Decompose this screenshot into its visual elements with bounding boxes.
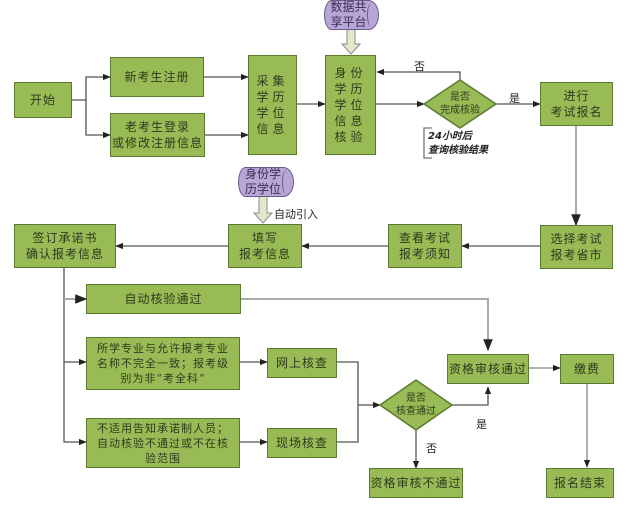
end-node: 报名结束 [546, 468, 614, 498]
fill-info-node: 填写 报考信息 [228, 224, 302, 268]
major-mismatch-node: 所学专业与允许报考专业 名称不完全一致；报考级 别为非“考全科” [86, 337, 240, 390]
edge-online-merge [337, 361, 359, 443]
sign-commitment-label: 签订承诺书 确认报考信息 [25, 231, 104, 261]
fill-info-label: 填写 报考信息 [238, 231, 291, 261]
note-24h: 24小时后 查询核验结果 [428, 131, 488, 156]
end-label: 报名结束 [553, 476, 606, 490]
edge-auto-qualified [241, 298, 493, 352]
payment-label: 缴费 [573, 362, 600, 376]
qualified-node: 资格审核通过 [447, 354, 529, 384]
exam-registration-node: 进行 考试报名 [540, 82, 613, 126]
collect-info-label: 采集 学历 学位 信息 [256, 74, 289, 136]
edge-label-check-yes: 是 [476, 418, 487, 431]
decision-verify-label: 是否 完成核验 [440, 92, 480, 116]
identity-db-label: 身份学 历学位 [244, 167, 281, 196]
old-login-label: 老考生登录 或修改注册信息 [111, 120, 203, 150]
edge-start-split [72, 73, 111, 101]
select-province-label: 选择考试 报考省市 [550, 232, 603, 262]
qualified-label: 资格审核通过 [448, 362, 527, 376]
edge-label-check-no: 否 [426, 442, 437, 455]
edge-label-verify-yes: 是 [509, 92, 520, 105]
decision-verify-shape [422, 79, 498, 129]
auto-pass-label: 自动核验通过 [124, 292, 203, 306]
view-notice-label: 查看考试 报考须知 [398, 231, 451, 261]
not-applicable-label: 不适用告知承诺制人员； 自动核验不通过或不在核 验范围 [97, 421, 229, 465]
auto-pass-node: 自动核验通过 [86, 284, 241, 314]
exam-registration-label: 进行 考试报名 [550, 89, 603, 119]
verify-identity-node: 身份 学历 学位 信息 核验 [325, 55, 376, 155]
data-arrow-identity [252, 193, 274, 224]
payment-node: 缴费 [560, 354, 614, 384]
online-check-label: 网上核查 [275, 356, 328, 370]
select-province-node: 选择考试 报考省市 [540, 225, 613, 269]
edge-label-verify-no: 否 [414, 60, 425, 73]
collect-info-node: 采集 学历 学位 信息 [248, 55, 297, 155]
edge-check-yes [452, 386, 492, 406]
edge-start-old [85, 100, 111, 139]
start-label: 开始 [29, 93, 56, 107]
data-platform-label: 数据共 享平台 [330, 0, 367, 29]
sign-commitment-node: 签订承诺书 确认报考信息 [14, 224, 116, 268]
decision-check-shape [378, 379, 454, 431]
not-qualified-node: 资格审核不通过 [369, 468, 463, 498]
note-bracket [423, 127, 432, 159]
auto-import-label: 自动引入 [274, 208, 318, 221]
not-qualified-label: 资格审核不通过 [370, 476, 462, 490]
major-mismatch-label: 所学专业与允许报考专业 名称不完全一致；报考级 别为非“考全科” [97, 342, 229, 385]
new-register-node: 新考生注册 [110, 57, 204, 97]
edge-decision-no [376, 68, 461, 80]
edge-sign-trunk [63, 268, 87, 446]
old-login-node: 老考生登录 或修改注册信息 [110, 113, 205, 157]
onsite-check-node: 现场核查 [267, 428, 337, 458]
view-notice-node: 查看考试 报考须知 [388, 224, 462, 268]
start-node: 开始 [14, 82, 72, 118]
not-applicable-node: 不适用告知承诺制人员； 自动核验不通过或不在核 验范围 [86, 418, 240, 468]
data-arrow-platform [340, 27, 362, 55]
decision-check-label: 是否 核查通过 [396, 393, 436, 417]
verify-identity-label: 身份 学历 学位 信息 核验 [334, 66, 367, 144]
online-check-node: 网上核查 [267, 348, 337, 378]
identity-db-store: 身份学 历学位 [238, 167, 294, 197]
data-platform-store: 数据共 享平台 [324, 0, 379, 30]
new-register-label: 新考生注册 [124, 70, 190, 84]
onsite-check-label: 现场核查 [275, 436, 328, 450]
